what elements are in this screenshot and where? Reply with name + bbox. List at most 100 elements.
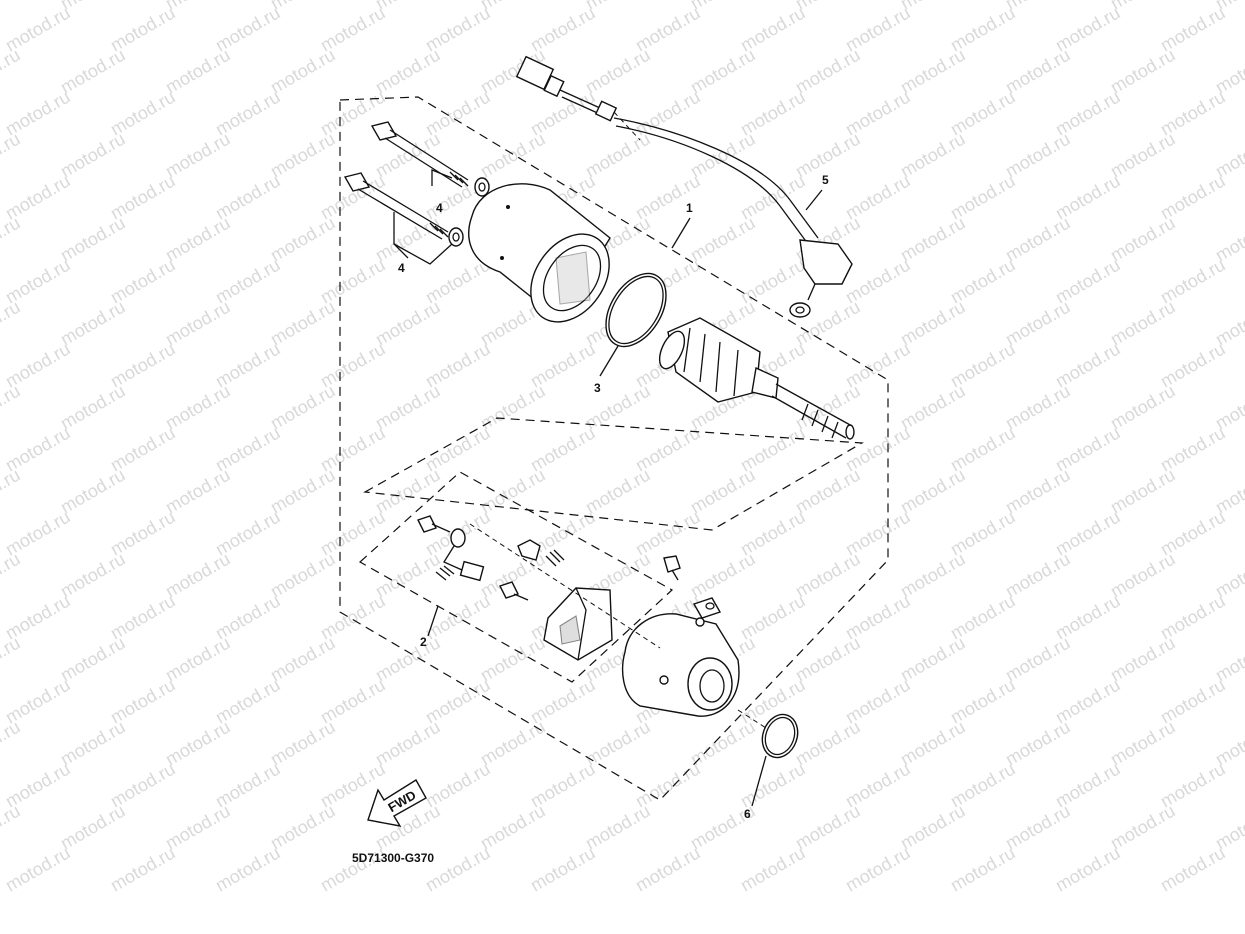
watermark-text: motod.ru <box>0 717 24 770</box>
watermark-text: motod.ru <box>1107 129 1179 182</box>
watermark-text: motod.ru <box>1107 465 1179 518</box>
watermark-text: motod.ru <box>1002 717 1074 770</box>
bolt-lower <box>343 172 464 247</box>
watermark-text: motod.ru <box>477 381 549 434</box>
watermark-text: motod.ru <box>0 213 24 266</box>
watermark-text: motod.ru <box>582 717 654 770</box>
watermark-text: motod.ru <box>1107 297 1179 350</box>
watermark-text: motod.ru <box>267 465 339 518</box>
watermark-text: motod.ru <box>897 45 969 98</box>
watermark-text: motod.ru <box>372 717 444 770</box>
watermark-text: motod.ru <box>57 717 129 770</box>
motor-yoke <box>468 183 611 323</box>
watermark-text: motod.ru <box>1107 717 1179 770</box>
watermark-text: motod.ru <box>477 801 549 854</box>
watermark-text: motod.ru <box>897 213 969 266</box>
watermark-text: motod.ru <box>267 381 339 434</box>
watermark-text: motod.ru <box>0 381 24 434</box>
callout-1: 1 <box>686 201 693 215</box>
watermark-text: motod.ru <box>57 549 129 602</box>
watermark-text: motod.ru <box>582 45 654 98</box>
brush-set-parts <box>417 515 613 661</box>
watermark-text: motod.ru <box>792 633 864 686</box>
watermark-text: motod.ru <box>842 843 914 896</box>
watermark-text: motod.ru <box>57 129 129 182</box>
callout-4-lower: 4 <box>398 261 405 275</box>
watermark-text: motod.ru <box>0 549 24 602</box>
assembly-boundary <box>339 96 889 801</box>
watermark-text: motod.ru <box>582 801 654 854</box>
watermark-text: motod.ru <box>687 717 759 770</box>
watermark-text: motod.ru <box>267 129 339 182</box>
starter-lead <box>515 55 853 318</box>
brush-holder-outer-boundary <box>363 417 864 531</box>
watermark-text: motod.ru <box>372 381 444 434</box>
watermark-text: motod.ru <box>1107 45 1179 98</box>
watermark-text: motod.ru <box>57 633 129 686</box>
callout-2: 2 <box>420 635 427 649</box>
watermark-text: motod.ru <box>792 381 864 434</box>
watermark-text: motod.ru <box>897 129 969 182</box>
watermark-text: motod.ru <box>477 633 549 686</box>
end-cover <box>621 555 740 717</box>
watermark-text: motod.ru <box>1002 297 1074 350</box>
watermark-text: motod.ru <box>1052 843 1124 896</box>
watermark-text: motod.ru <box>0 0 24 13</box>
callout-3: 3 <box>594 381 601 395</box>
watermark-text: motod.ru <box>527 843 599 896</box>
watermark-text: motod.ru <box>792 549 864 602</box>
diagram-code: 5D71300-G370 <box>352 851 434 865</box>
watermark-text: motod.ru <box>1157 843 1229 896</box>
watermark-text: motod.ru <box>267 297 339 350</box>
watermark-text: motod.ru <box>1002 381 1074 434</box>
watermark-text: motod.ru <box>1107 633 1179 686</box>
watermark-text: motod.ru <box>897 549 969 602</box>
watermark-layer: motod.ru motod.ru motod.ru motod.ru motod.ru… <box>0 0 1245 895</box>
watermark-text: motod.ru <box>582 465 654 518</box>
watermark-text: motod.ru <box>57 297 129 350</box>
watermark-text: motod.ru <box>1002 633 1074 686</box>
leader-lines <box>393 169 823 807</box>
watermark-text: motod.ru <box>897 465 969 518</box>
watermark-text: motod.ru <box>267 549 339 602</box>
watermark-text: motod.ru <box>582 129 654 182</box>
watermark-text: motod.ru <box>477 465 549 518</box>
watermark-text: motod.ru <box>0 465 24 518</box>
watermark-text: motod.ru <box>162 465 234 518</box>
o-ring-small <box>761 713 799 759</box>
watermark-text: motod.ru <box>212 843 284 896</box>
watermark-text: motod.ru <box>2 843 74 896</box>
watermark-text: motod.ru <box>372 297 444 350</box>
watermark-text: motod.ru <box>897 717 969 770</box>
callout-5: 5 <box>822 173 829 187</box>
watermark-text: motod.ru <box>687 45 759 98</box>
brush-set-boundary <box>358 471 674 683</box>
watermark-text: motod.ru <box>267 801 339 854</box>
watermark-text: motod.ru <box>372 465 444 518</box>
watermark-text: motod.ru <box>0 633 24 686</box>
watermark-text: motod.ru <box>947 843 1019 896</box>
watermark-text: motod.ru <box>372 549 444 602</box>
watermark-text: motod.ru <box>372 633 444 686</box>
watermark-text: motod.ru <box>57 213 129 266</box>
watermark-text: motod.ru <box>107 843 179 896</box>
watermark-text: motod.ru <box>162 633 234 686</box>
watermark-text: motod.ru <box>162 801 234 854</box>
watermark-text: motod.ru <box>1002 465 1074 518</box>
watermark-text: motod.ru <box>162 45 234 98</box>
watermark-text: motod.ru <box>57 381 129 434</box>
watermark-text: motod.ru <box>792 465 864 518</box>
watermark-text: motod.ru <box>162 381 234 434</box>
watermark-text: motod.ru <box>582 381 654 434</box>
watermark-text: motod.ru <box>1107 381 1179 434</box>
watermark-text: motod.ru <box>1002 549 1074 602</box>
watermark-text: motod.ru <box>687 549 759 602</box>
watermark-text: motod.ru <box>0 129 24 182</box>
watermark-text: motod.ru <box>0 801 24 854</box>
bolt-upper <box>370 121 490 197</box>
armature <box>658 317 855 440</box>
watermark-text: motod.ru <box>1002 213 1074 266</box>
watermark-text: motod.ru <box>162 549 234 602</box>
watermark-text: motod.ru <box>1107 549 1179 602</box>
